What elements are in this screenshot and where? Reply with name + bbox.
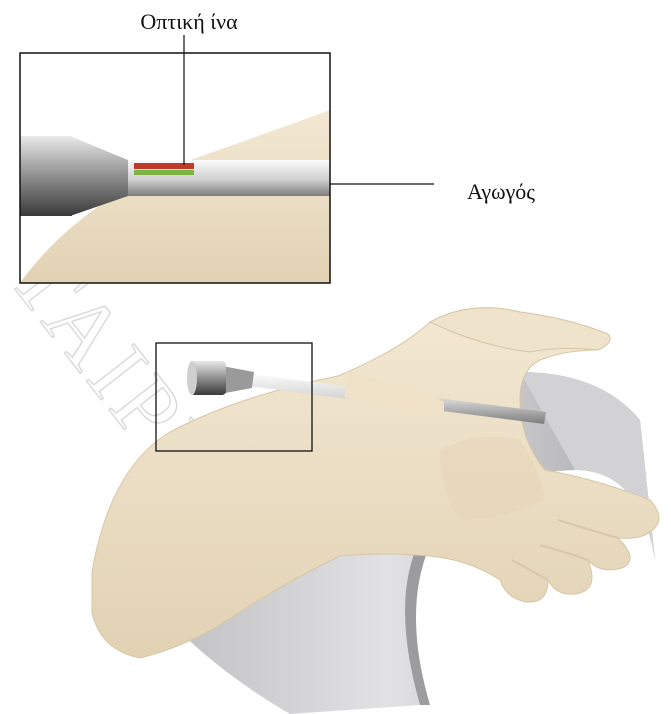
fiber-red-band — [134, 163, 194, 169]
inset-magnified-view — [20, 53, 330, 283]
fiber-label: Οπτική ίνα — [140, 9, 238, 34]
fiber-green-band — [134, 170, 194, 175]
conduit-label: Αγωγός — [467, 179, 535, 204]
